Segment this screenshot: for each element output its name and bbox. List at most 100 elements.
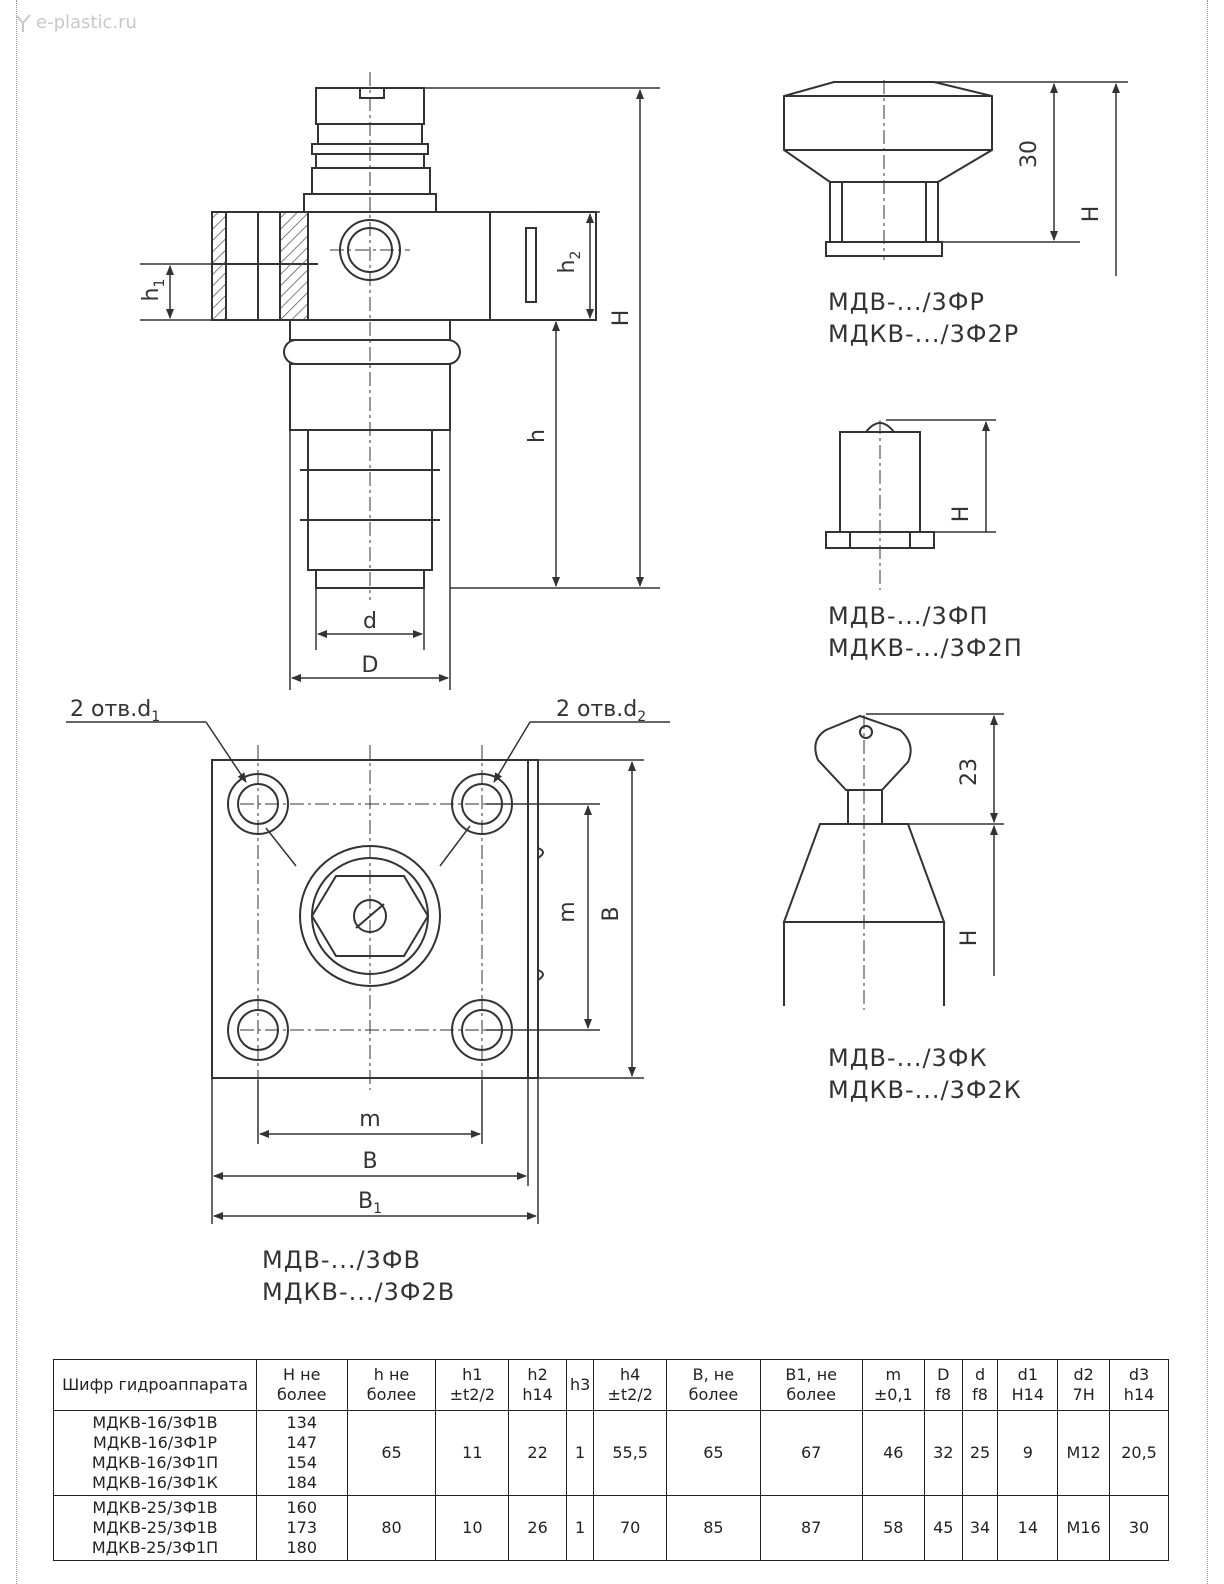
cell-H: 160 173 180 <box>256 1495 348 1561</box>
table-header-row: Шифр гидроаппарата Н не более h не более… <box>53 1359 1169 1411</box>
cell-h4: 55,5 <box>593 1410 668 1496</box>
dim-label-B-vertical: B <box>599 906 624 921</box>
cell-D: 45 <box>923 1495 963 1561</box>
cell-models: МДКВ-25/3Ф1В МДКВ-25/3Ф1В МДКВ-25/3Ф1П <box>53 1495 257 1561</box>
cell-d1: 14 <box>997 1495 1059 1561</box>
model-code: МДКВ-25/3Ф1В <box>92 1518 218 1537</box>
model-code: МДКВ-16/3Ф1Р <box>93 1433 217 1452</box>
caption-line: МДВ-.../3ФК <box>828 1044 988 1072</box>
caption-line: МДКВ-.../3Ф2В <box>262 1278 456 1306</box>
cell-m: 58 <box>861 1495 925 1561</box>
centerlines <box>240 72 885 1090</box>
cell-d2: М16 <box>1057 1495 1111 1561</box>
side-view <box>211 87 597 589</box>
model-code: МДКВ-25/3Ф1П <box>91 1538 219 1557</box>
dim-label-m: m <box>359 1107 380 1132</box>
variant-r-drawing <box>783 81 993 257</box>
dim-label-h: h <box>525 429 550 443</box>
holes-d2-label: 2 отв.d2 <box>556 697 646 725</box>
cell-B1: 87 <box>759 1495 863 1561</box>
watermark-text: e-plastic.ru <box>36 12 137 33</box>
dim-label-h2: h2 <box>555 251 584 274</box>
H-value: 154 <box>286 1453 318 1472</box>
cell-d: 34 <box>961 1495 999 1561</box>
watermark: e-plastic.ru <box>14 12 137 33</box>
holes-d1-label: 2 отв.d1 <box>70 697 160 725</box>
col-header: h не более <box>346 1359 437 1411</box>
cell-d2: М12 <box>1057 1410 1111 1496</box>
table-row: МДКВ-16/3Ф1В МДКВ-16/3Ф1Р МДКВ-16/3Ф1П М… <box>53 1410 1169 1496</box>
variant-p-dimensions <box>886 419 996 533</box>
cell-B1: 67 <box>759 1410 863 1496</box>
page-border <box>16 0 1208 1584</box>
col-header: d3 h14 <box>1109 1359 1169 1411</box>
specs-table: Шифр гидроаппарата Н не более h не более… <box>53 1359 1169 1561</box>
col-header: D f8 <box>923 1359 963 1411</box>
col-header: h4 ±t2/2 <box>593 1359 668 1411</box>
cell-h2: 26 <box>508 1495 567 1561</box>
col-header: В1, не более <box>759 1359 863 1411</box>
col-header: d f8 <box>961 1359 999 1411</box>
plastic-logo-icon <box>15 13 31 32</box>
cell-h1: 11 <box>435 1410 510 1496</box>
table-row: МДКВ-25/3Ф1В МДКВ-25/3Ф1В МДКВ-25/3Ф1П 1… <box>53 1495 1169 1561</box>
dim-label-H: H <box>609 310 634 327</box>
cell-D: 32 <box>923 1410 963 1496</box>
dim-label-H-k: H <box>957 930 982 947</box>
caption-variant-r: МДВ-.../3ФР МДКВ-.../3Ф2Р <box>828 286 1019 350</box>
cell-h1: 10 <box>435 1495 510 1561</box>
model-code: МДКВ-16/3Ф1П <box>91 1453 219 1472</box>
dim-label-m-vertical: m <box>555 901 580 922</box>
cell-m: 46 <box>861 1410 925 1496</box>
cell-d: 25 <box>961 1410 999 1496</box>
col-header: h3 <box>565 1359 595 1411</box>
caption-line: МДВ-.../3ФВ <box>262 1246 421 1274</box>
cell-d3: 30 <box>1109 1495 1169 1561</box>
model-code: МДКВ-25/3Ф1В <box>92 1498 218 1517</box>
dim-label-H-p: H <box>949 506 974 523</box>
cell-h3: 1 <box>565 1495 595 1561</box>
model-code: МДКВ-16/3Ф1В <box>92 1413 218 1432</box>
caption-variant-k: МДВ-.../3ФК МДКВ-.../3Ф2К <box>828 1042 1022 1106</box>
cell-h4: 70 <box>593 1495 668 1561</box>
dim-label-B1: B1 <box>358 1189 382 1217</box>
cell-h3: 1 <box>565 1410 595 1496</box>
H-value: 184 <box>286 1473 318 1492</box>
cell-h2: 22 <box>508 1410 567 1496</box>
col-header: m ±0,1 <box>861 1359 925 1411</box>
cell-h: 65 <box>346 1410 437 1496</box>
dim-label-h1: h1 <box>139 279 168 302</box>
H-value: 173 <box>286 1518 318 1537</box>
col-header: d2 7Н <box>1057 1359 1111 1411</box>
caption-line: МДКВ-.../3Ф2П <box>828 634 1023 662</box>
model-code: МДКВ-16/3Ф1К <box>92 1473 218 1492</box>
H-value: 134 <box>286 1413 318 1432</box>
variant-k-drawing <box>782 714 946 1006</box>
caption-line: МДВ-.../3ФР <box>828 288 985 316</box>
cell-B: 65 <box>666 1410 761 1496</box>
H-value: 147 <box>286 1433 318 1452</box>
dim-label-23: 23 <box>957 758 982 786</box>
col-header: h2 h14 <box>508 1359 567 1411</box>
side-view-dimensions <box>140 87 660 690</box>
cell-h: 80 <box>346 1495 437 1561</box>
H-value: 160 <box>286 1498 318 1517</box>
technical-drawing: h1 h2 H h d D 30 H H <box>66 72 1128 1224</box>
dim-label-B: B <box>362 1149 377 1174</box>
caption-variant-p: МДВ-.../3ФП МДКВ-.../3Ф2П <box>828 600 1023 664</box>
top-view-dimensions <box>66 721 670 1224</box>
caption-line: МДВ-.../3ФП <box>828 602 989 630</box>
col-header: В, не более <box>666 1359 761 1411</box>
col-header: d1 H14 <box>997 1359 1059 1411</box>
variant-p-drawing <box>825 422 935 549</box>
col-header: Шифр гидроаппарата <box>53 1359 257 1411</box>
caption-variant-v: МДВ-.../3ФВ МДКВ-.../3Ф2В <box>262 1244 455 1308</box>
dim-label-d: d <box>363 609 377 634</box>
cell-H: 134 147 154 184 <box>256 1410 348 1496</box>
col-header: Н не более <box>256 1359 348 1411</box>
variant-k-dimensions <box>866 713 1004 976</box>
cell-B: 85 <box>666 1495 761 1561</box>
col-header: h1 ±t2/2 <box>435 1359 510 1411</box>
caption-line: МДКВ-.../3Ф2К <box>828 1076 1022 1104</box>
dim-label-H-r: H <box>1079 206 1104 223</box>
